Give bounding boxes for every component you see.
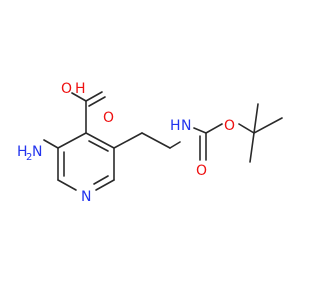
ring-bond-c4-c5-inner — [88, 140, 109, 152]
bond-tbu-me-bottom — [249, 132, 255, 163]
ring-bond-c6-n1-inner — [93, 175, 109, 185]
amino-subscript-label: 2 — [26, 152, 32, 163]
amino-h-label: H — [17, 144, 28, 160]
ring-bond-c4-c5 — [85, 132, 115, 149]
bond-ch2-nh — [169, 141, 181, 149]
tert-butyl-group — [249, 103, 283, 163]
carboxyl-o-double-label: O — [103, 110, 114, 126]
bond-c-o-ester — [205, 123, 223, 134]
ring-bond-c6-n1 — [95, 179, 115, 191]
amino-group: H 2 N — [17, 139, 59, 163]
carboxyl-group: O H O — [61, 81, 114, 134]
pyridine-ring — [57, 132, 115, 191]
carboxyl-h-label: H — [75, 81, 86, 97]
carbamate-group: O O — [193, 118, 255, 179]
bond-ch2-ch2 — [141, 132, 171, 149]
bond-nh-c — [193, 127, 207, 134]
bond-c-oh — [71, 92, 87, 102]
carbamate-n-label: N — [181, 118, 191, 134]
bond-o-tbu — [238, 123, 255, 134]
bond-c3-nh2 — [43, 139, 59, 149]
bond-tbu-me-top — [253, 103, 259, 134]
ring-n-label: N — [81, 189, 91, 205]
amino-n-label: N — [32, 144, 42, 160]
ring-bond-c3-c4 — [57, 132, 87, 149]
bond-c-o-double-2 — [88, 96, 106, 107]
carboxyl-o-label: O — [61, 81, 72, 97]
carbamate-o-double-label: O — [196, 163, 207, 179]
bond-tbu-me-right — [253, 117, 283, 134]
bond-c5-ch2 — [113, 132, 143, 149]
carbamate-h-label: H — [170, 118, 181, 134]
bond-c-o-double-1 — [85, 91, 103, 102]
carbamate-o-ester-label: O — [224, 118, 235, 134]
molecule-structure: H 2 N O H O N H N O O — [17, 81, 283, 205]
ring-bond-n1-c2 — [57, 179, 77, 191]
ethyl-chain — [113, 132, 181, 149]
